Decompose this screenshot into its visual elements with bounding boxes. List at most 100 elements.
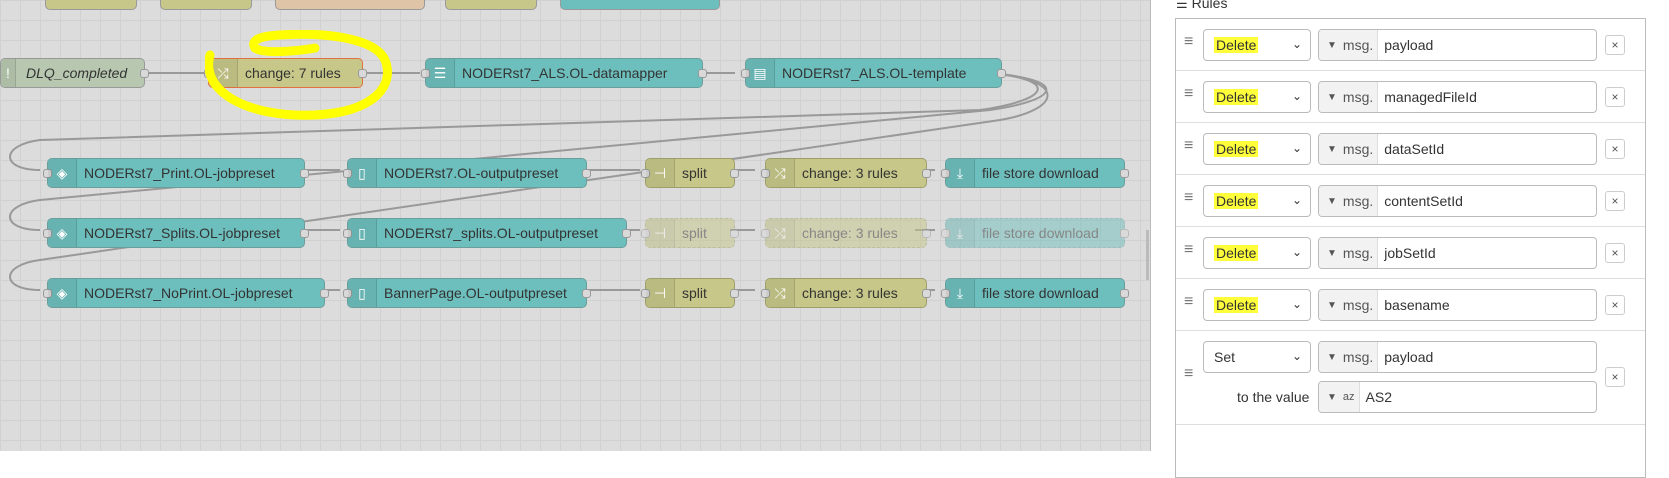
- outputpreset-node[interactable]: ▯ NODERst7.OL-outputpreset: [343, 158, 591, 188]
- type-selector[interactable]: ▼msg.: [1319, 342, 1379, 372]
- input-port[interactable]: [941, 169, 950, 178]
- output-port[interactable]: [300, 169, 309, 178]
- input-port[interactable]: [343, 229, 352, 238]
- output-port[interactable]: [730, 169, 739, 178]
- property-field[interactable]: ▼msg.dataSetId: [1318, 133, 1597, 165]
- remove-rule-button[interactable]: ×: [1605, 191, 1625, 211]
- remove-rule-button[interactable]: ×: [1605, 367, 1625, 387]
- action-select[interactable]: Set⌄: [1203, 341, 1311, 373]
- property-field[interactable]: ▼msg.jobSetId: [1318, 237, 1597, 269]
- input-port[interactable]: [761, 289, 770, 298]
- remove-rule-button[interactable]: ×: [1605, 243, 1625, 263]
- flow-canvas[interactable]: ! DLQ_completed ⤮ change: 7 rules ☰ NODE…: [0, 0, 1150, 451]
- property-field[interactable]: ▼msg.managedFileId: [1318, 81, 1597, 113]
- remove-rule-button[interactable]: ×: [1605, 295, 1625, 315]
- datamapper-node[interactable]: ☰ NODERst7_ALS.OL-datamapper: [421, 58, 707, 88]
- remove-rule-button[interactable]: ×: [1605, 87, 1625, 107]
- input-port[interactable]: [43, 289, 52, 298]
- input-port[interactable]: [761, 169, 770, 178]
- partial-node[interactable]: [160, 0, 252, 10]
- input-port[interactable]: [641, 289, 650, 298]
- input-port[interactable]: [43, 169, 52, 178]
- drag-handle-icon[interactable]: ≡: [1184, 365, 1194, 382]
- drag-handle-icon[interactable]: ≡: [1184, 137, 1194, 154]
- input-port[interactable]: [43, 229, 52, 238]
- output-port[interactable]: [922, 229, 931, 238]
- output-port[interactable]: [582, 169, 591, 178]
- partial-node[interactable]: [45, 0, 137, 10]
- input-port[interactable]: [761, 229, 770, 238]
- string-type-selector[interactable]: ▼az: [1319, 382, 1360, 412]
- input-port[interactable]: [421, 69, 430, 78]
- outputpreset-node[interactable]: ▯ BannerPage.OL-outputpreset: [343, 278, 591, 308]
- type-selector[interactable]: ▼msg.: [1319, 30, 1379, 60]
- outputpreset-node[interactable]: ▯ NODERst7_splits.OL-outputpreset: [343, 218, 631, 248]
- node-label: split: [682, 285, 707, 301]
- input-port[interactable]: [741, 69, 750, 78]
- type-selector[interactable]: ▼msg.: [1319, 238, 1379, 268]
- input-port[interactable]: [941, 229, 950, 238]
- action-select[interactable]: Delete⌄: [1203, 81, 1311, 113]
- property-field[interactable]: ▼msg.basename: [1318, 289, 1597, 321]
- property-field[interactable]: ▼msg.payload: [1318, 29, 1597, 61]
- partial-node[interactable]: [560, 0, 720, 10]
- jobpreset-node[interactable]: ◈ NODERst7_NoPrint.OL-jobpreset: [43, 278, 329, 308]
- input-port[interactable]: [641, 169, 650, 178]
- output-port[interactable]: [730, 229, 739, 238]
- change-node[interactable]: ⤮ change: 3 rules: [761, 158, 931, 188]
- panel-resize-handle[interactable]: [1146, 230, 1149, 280]
- drag-handle-icon[interactable]: ≡: [1184, 85, 1194, 102]
- drag-handle-icon[interactable]: ≡: [1184, 33, 1194, 50]
- remove-rule-button[interactable]: ×: [1605, 35, 1625, 55]
- change-node[interactable]: ⤮ change: 7 rules: [204, 58, 367, 88]
- output-port[interactable]: [582, 289, 591, 298]
- template-node[interactable]: ▤ NODERst7_ALS.OL-template: [741, 58, 1006, 88]
- input-port[interactable]: [343, 169, 352, 178]
- output-port[interactable]: [300, 229, 309, 238]
- output-port[interactable]: [140, 69, 149, 78]
- action-select[interactable]: Delete⌄: [1203, 29, 1311, 61]
- change-node[interactable]: ⤮ change: 3 rules: [761, 278, 931, 308]
- action-select[interactable]: Delete⌄: [1203, 289, 1311, 321]
- output-port[interactable]: [698, 69, 707, 78]
- jobpreset-node[interactable]: ◈ NODERst7_Splits.OL-jobpreset: [43, 218, 309, 248]
- input-port[interactable]: [941, 289, 950, 298]
- output-port[interactable]: [358, 69, 367, 78]
- download-node-disabled[interactable]: ⤓ file store download: [941, 218, 1129, 248]
- property-field[interactable]: ▼msg.payload: [1318, 341, 1597, 373]
- remove-rule-button[interactable]: ×: [1605, 139, 1625, 159]
- change-node-disabled[interactable]: ⤮ change: 3 rules: [761, 218, 931, 248]
- output-port[interactable]: [1120, 169, 1129, 178]
- type-selector[interactable]: ▼msg.: [1319, 82, 1379, 112]
- action-select[interactable]: Delete⌄: [1203, 185, 1311, 217]
- download-node[interactable]: ⤓ file store download: [941, 158, 1129, 188]
- output-port[interactable]: [1120, 229, 1129, 238]
- output-port[interactable]: [320, 289, 329, 298]
- jobpreset-node[interactable]: ◈ NODERst7_Print.OL-jobpreset: [43, 158, 309, 188]
- drag-handle-icon[interactable]: ≡: [1184, 293, 1194, 310]
- input-port[interactable]: [343, 289, 352, 298]
- output-port[interactable]: [997, 69, 1006, 78]
- output-port[interactable]: [922, 289, 931, 298]
- property-field[interactable]: ▼msg.contentSetId: [1318, 185, 1597, 217]
- action-select[interactable]: Delete⌄: [1203, 133, 1311, 165]
- split-node[interactable]: ⊣ split: [641, 278, 739, 308]
- drag-handle-icon[interactable]: ≡: [1184, 189, 1194, 206]
- output-port[interactable]: [730, 289, 739, 298]
- type-selector[interactable]: ▼msg.: [1319, 134, 1379, 164]
- type-selector[interactable]: ▼msg.: [1319, 186, 1379, 216]
- type-selector[interactable]: ▼msg.: [1319, 290, 1379, 320]
- split-node[interactable]: ⊣ split: [641, 158, 739, 188]
- output-port[interactable]: [922, 169, 931, 178]
- output-port[interactable]: [622, 229, 631, 238]
- download-node[interactable]: ⤓ file store download: [941, 278, 1129, 308]
- partial-node[interactable]: [445, 0, 537, 10]
- drag-handle-icon[interactable]: ≡: [1184, 241, 1194, 258]
- action-select[interactable]: Delete⌄: [1203, 237, 1311, 269]
- partial-node[interactable]: [275, 0, 425, 10]
- split-node-disabled[interactable]: ⊣ split: [641, 218, 739, 248]
- input-port[interactable]: [641, 229, 650, 238]
- link-in-node[interactable]: ! DLQ_completed: [0, 58, 149, 88]
- output-port[interactable]: [1120, 289, 1129, 298]
